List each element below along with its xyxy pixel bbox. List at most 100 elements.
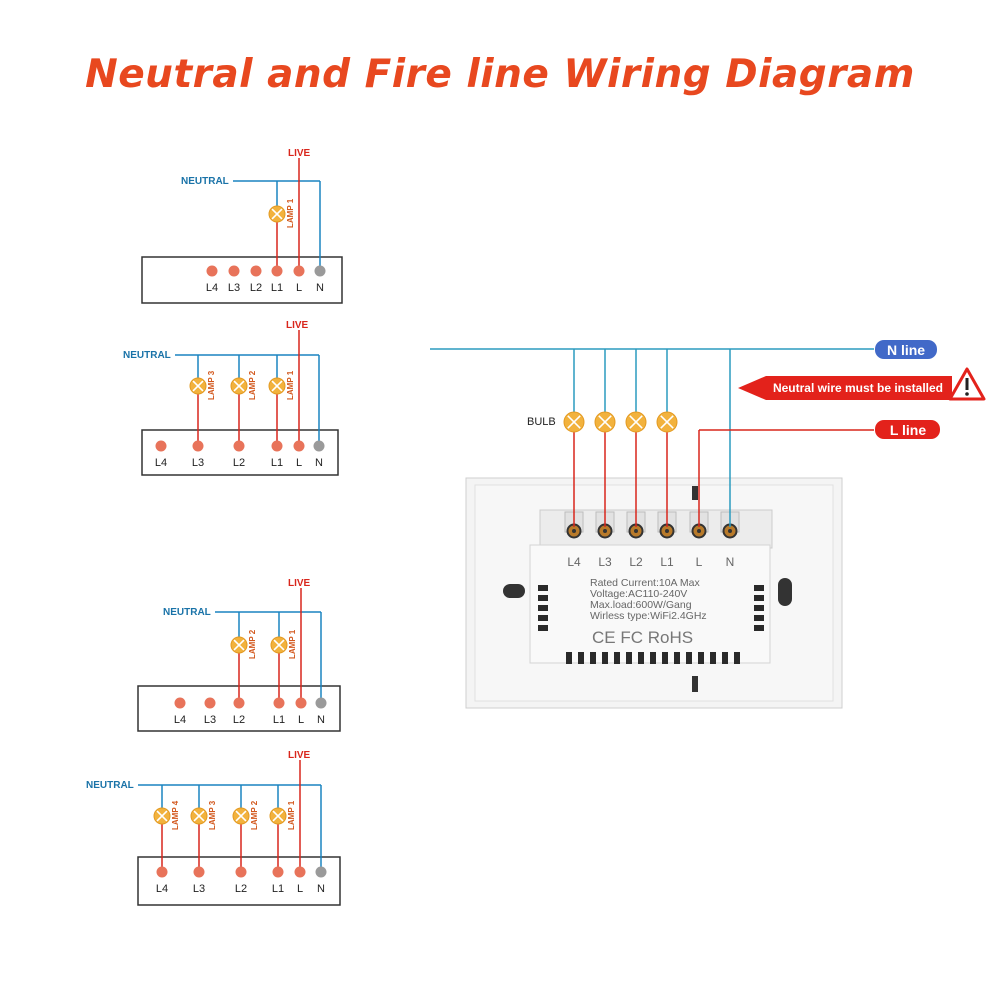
warning-icon	[948, 367, 986, 401]
terminal-dot	[272, 866, 284, 878]
terminal-dot	[192, 440, 204, 452]
terminal-dot	[233, 440, 245, 452]
certification-marks: CE FC RoHS	[592, 628, 693, 647]
lamp-icon	[189, 377, 207, 395]
mount-slot	[692, 676, 698, 692]
terminal-screw-center	[665, 529, 669, 533]
terminal-dot	[313, 440, 325, 452]
live-label: LIVE	[288, 750, 311, 761]
warning-banner	[738, 376, 952, 400]
vent-slot	[754, 595, 764, 601]
terminal-screw-center	[634, 529, 638, 533]
lamp-label: LAMP 2	[248, 370, 257, 400]
terminal-label: L4	[206, 282, 218, 294]
lamp-icon	[268, 205, 286, 223]
mount-slot	[778, 578, 792, 606]
terminal-label: L	[296, 282, 302, 294]
terminal-label: L2	[629, 555, 643, 569]
lamp-icon	[230, 377, 248, 395]
mount-slot	[503, 584, 525, 598]
terminal-label: L2	[250, 282, 262, 294]
neutral-label: NEUTRAL	[123, 350, 171, 361]
terminal-label: L3	[192, 457, 204, 469]
terminal-label: L4	[567, 555, 581, 569]
neutral-label: NEUTRAL	[181, 176, 229, 187]
vent-slot	[538, 615, 548, 621]
terminal-dot	[271, 265, 283, 277]
lamp-label: LAMP 1	[288, 629, 297, 659]
terminal-label: L	[696, 555, 703, 569]
lamp-icon	[232, 807, 250, 825]
terminal-label: L1	[273, 714, 285, 726]
switch-box	[141, 429, 339, 476]
spec-max-load: Max.load:600W/Gang	[590, 599, 692, 611]
vent-slot	[734, 652, 740, 664]
vent-slot	[754, 605, 764, 611]
lamp-icon	[656, 411, 678, 433]
spec-voltage: Voltage:AC110-240V	[590, 588, 687, 600]
l-line-badge	[875, 420, 940, 439]
lamp-icon	[230, 636, 248, 654]
vent-slot	[686, 652, 692, 664]
live-label: LIVE	[286, 320, 309, 331]
terminal-label: L4	[155, 457, 167, 469]
terminal-screw-center	[697, 529, 701, 533]
terminal-dot	[235, 866, 247, 878]
terminal-label: N	[317, 883, 325, 895]
vent-slot	[538, 595, 548, 601]
vent-slot	[698, 652, 704, 664]
vent-slot	[578, 652, 584, 664]
terminal-label: L4	[156, 883, 168, 895]
terminal-label: L2	[233, 714, 245, 726]
l-line-label: L line	[890, 422, 927, 438]
vent-slot	[710, 652, 716, 664]
spec-wireless-type: Wirless type:WiFi2.4GHz	[590, 610, 707, 622]
terminal-label: L	[298, 714, 304, 726]
switch-box	[141, 256, 343, 304]
lamp-icon	[594, 411, 616, 433]
terminal-label: L3	[193, 883, 205, 895]
vent-slot	[754, 625, 764, 631]
lamp-icon	[270, 636, 288, 654]
terminal-screw-center	[603, 529, 607, 533]
terminal-dot	[233, 697, 245, 709]
lamp-label: LAMP 4	[171, 800, 180, 830]
live-label: LIVE	[288, 148, 311, 159]
terminal-dot	[293, 440, 305, 452]
vent-slot	[754, 585, 764, 591]
terminal-dot	[271, 440, 283, 452]
lamp-icon	[625, 411, 647, 433]
live-label: LIVE	[288, 578, 311, 589]
lamp-icon	[190, 807, 208, 825]
terminal-label: N	[726, 555, 735, 569]
terminal-dot	[204, 697, 216, 709]
vent-slot	[614, 652, 620, 664]
vent-slot	[626, 652, 632, 664]
terminal-label: L2	[235, 883, 247, 895]
lamp-label: LAMP 2	[250, 800, 259, 830]
vent-slot	[602, 652, 608, 664]
n-line-badge	[875, 340, 937, 359]
lamp-label: LAMP 1	[286, 198, 295, 228]
vent-slot	[650, 652, 656, 664]
terminal-dot	[315, 697, 327, 709]
terminal-label: L	[296, 457, 302, 469]
vent-slot	[538, 585, 548, 591]
lamp-icon	[269, 807, 287, 825]
terminal-dot	[273, 697, 285, 709]
terminal-label: L1	[271, 457, 283, 469]
lamp-icon	[153, 807, 171, 825]
terminal-label: L1	[660, 555, 674, 569]
terminal-dot	[174, 697, 186, 709]
terminal-dot	[314, 265, 326, 277]
terminal-label: N	[316, 282, 324, 294]
terminal-dot	[293, 265, 305, 277]
terminal-label: N	[317, 714, 325, 726]
neutral-label: NEUTRAL	[86, 780, 134, 791]
